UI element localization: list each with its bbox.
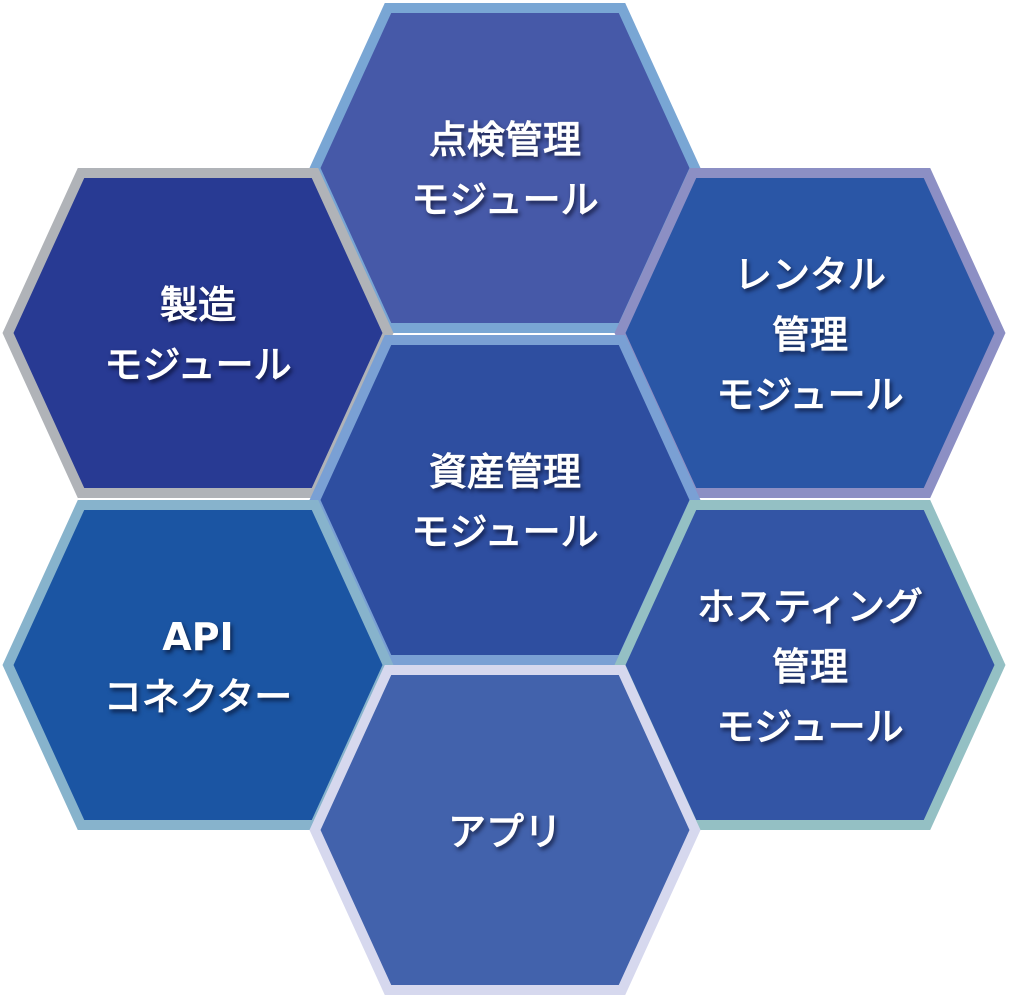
module-label-line: レンタル [733, 253, 886, 297]
module-label-line: API [162, 615, 234, 659]
module-label-line: 点検管理 [428, 118, 581, 162]
module-label-line: モジュール [104, 343, 292, 387]
module-label-line: モジュール [716, 705, 904, 749]
module-label-line: ホスティング [697, 585, 923, 629]
module-label-rental: レンタル管理モジュール [660, 245, 960, 425]
module-label-line: アプリ [447, 810, 562, 854]
module-label-line: 管理 [771, 645, 848, 689]
module-label-hosting: ホスティング管理モジュール [660, 577, 960, 757]
module-label-line: 資産管理 [428, 450, 581, 494]
module-label-inspection: 点検管理モジュール [355, 110, 655, 230]
module-label-api: API コネクター [48, 607, 348, 727]
hexagon-rental [614, 168, 1006, 498]
module-label-line: 製造 [159, 283, 236, 327]
module-label-asset: 資産管理モジュール [355, 442, 655, 562]
hexagon-app [309, 665, 701, 995]
module-label-line: コネクター [103, 675, 293, 719]
module-label-app: アプリ [355, 802, 655, 862]
module-label-line: 管理 [771, 313, 848, 357]
module-label-line: モジュール [716, 373, 904, 417]
module-label-line: モジュール [411, 510, 599, 554]
module-label-manufacturing: 製造モジュール [48, 275, 348, 395]
module-label-line: モジュール [411, 178, 599, 222]
